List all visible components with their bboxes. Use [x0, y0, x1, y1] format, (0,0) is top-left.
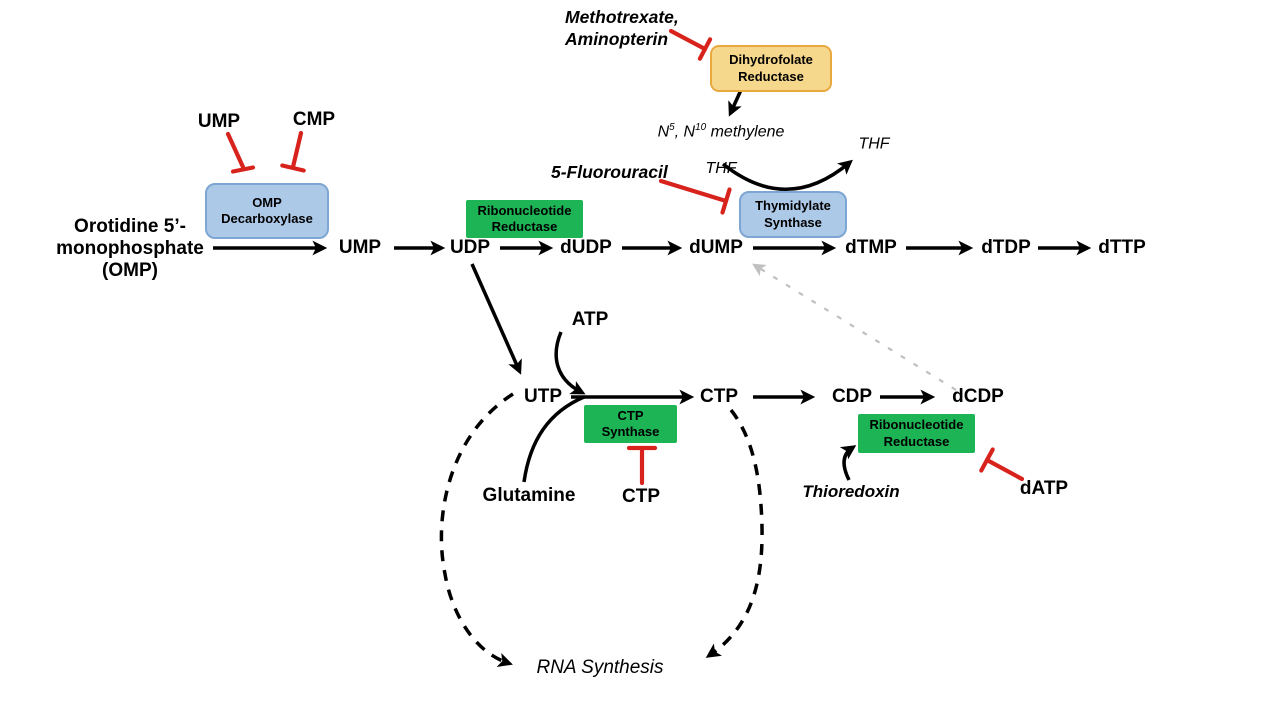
cofactor-thioredoxin: Thioredoxin	[802, 482, 900, 502]
inhibition-datp	[979, 447, 1025, 482]
node-dtdp: dTDP	[981, 236, 1031, 258]
inhibitor-ump: UMP	[197, 110, 241, 132]
dashed-arrow-ctp-to-rna	[705, 408, 764, 658]
enzyme-box-ribonucleotide-reductase-2: Ribonucleotide Reductase	[858, 414, 975, 453]
dashed-arrow-utp-to-rna	[439, 392, 514, 667]
arrow-thioredoxin-in	[839, 445, 857, 481]
node-dttp: dTTP	[1098, 236, 1146, 258]
node-utp: UTP	[524, 385, 562, 407]
node-udp: UDP	[449, 236, 491, 258]
node-omp: Orotidine 5’- monophosphate (OMP)	[56, 215, 204, 282]
inhibition-ump	[225, 131, 256, 174]
arrow-atp-in	[554, 331, 586, 395]
node-ump: UMP	[338, 236, 382, 258]
node-dcdp: dCDP	[952, 385, 1004, 407]
node-dudp: dUDP	[560, 236, 612, 258]
node-dump: dUMP	[689, 236, 743, 258]
cofactor-atp: ATP	[571, 308, 609, 330]
faint-dashed-dcdp-to-dump	[752, 263, 957, 391]
enzyme-box-ribonucleotide-reductase-1: Ribonucleotide Reductase	[466, 200, 583, 238]
node-cdp: CDP	[831, 385, 873, 407]
enzyme-box-omp-decarboxylase: OMP Decarboxylase	[205, 183, 329, 239]
inhibition-fluorouracil	[658, 178, 732, 215]
enzyme-box-ctp-synthase: CTP Synthase	[584, 405, 677, 443]
inhibitor-fluorouracil: 5-Fluorouracil	[551, 162, 668, 182]
inhibitor-cmp: CMP	[292, 108, 336, 130]
cofactor-glutamine: Glutamine	[482, 484, 576, 506]
inhibitor-datp: dATP	[1019, 477, 1069, 499]
inhibitor-ctp: CTP	[622, 485, 660, 507]
annotation-rna-synthesis: RNA Synthesis	[536, 656, 664, 678]
cofactor-methylene-thf: N5, N10 methylene THF	[657, 121, 785, 178]
node-dtmp: dTMP	[845, 236, 897, 258]
inhibition-ctp	[626, 445, 658, 486]
inhibitor-methotrexate-aminopterin: Methotrexate, Aminopterin	[565, 7, 679, 49]
node-ctp: CTP	[700, 385, 738, 407]
arrow-udp-to-utp	[470, 263, 522, 375]
arrow-methylenethf-to-thf	[721, 159, 853, 191]
enzyme-box-thymidylate-synthase: Thymidylate Synthase	[739, 191, 847, 238]
arrow-glutamine-in	[522, 395, 585, 483]
arrow-dhfr-to-methylenethf	[728, 89, 743, 117]
inhibition-methotrexate	[668, 28, 713, 61]
inhibition-cmp	[280, 130, 306, 173]
enzyme-box-dihydrofolate-reductase: Dihydrofolate Reductase	[710, 45, 832, 92]
cofactor-thf: THF	[858, 135, 890, 153]
